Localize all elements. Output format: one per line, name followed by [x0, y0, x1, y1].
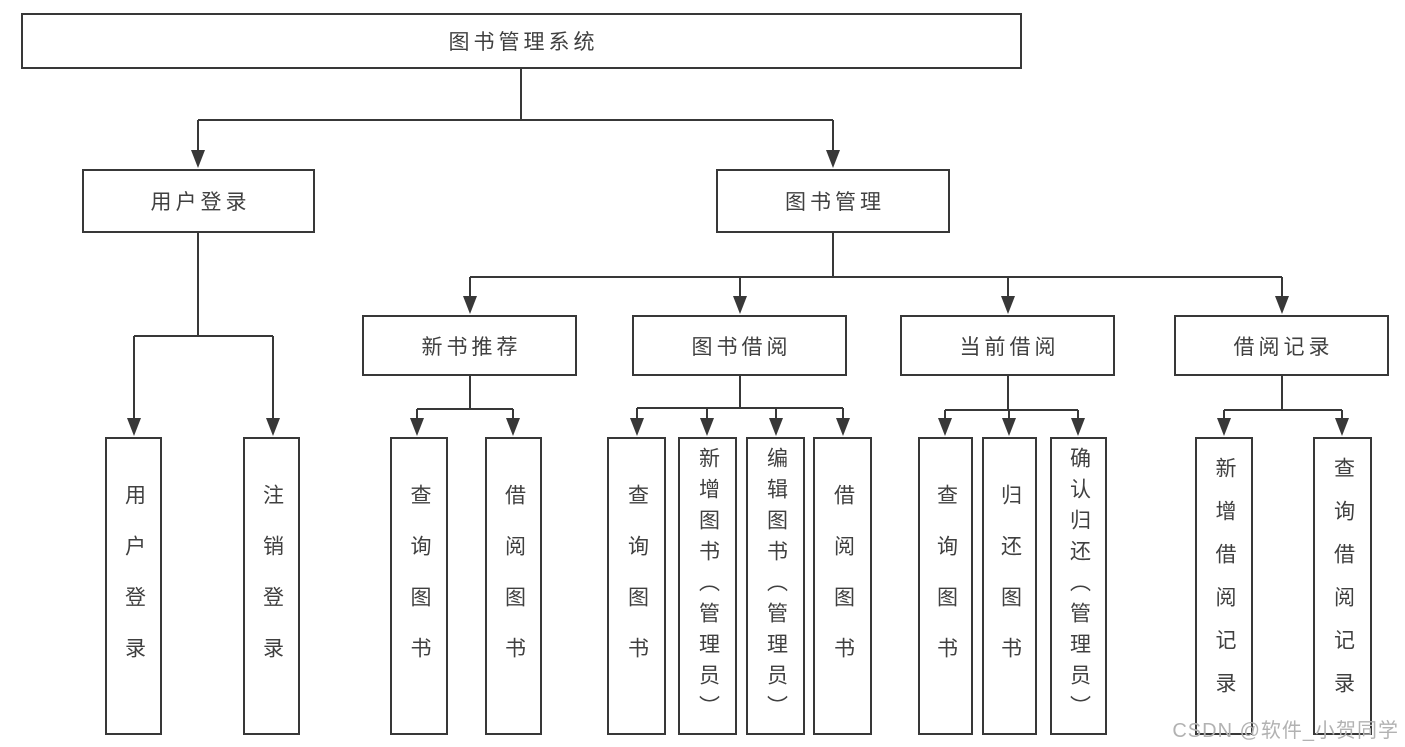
arrowheads: [127, 150, 1349, 436]
leaf-borrow-borrow-book: 借阅图书: [813, 437, 872, 735]
leaf-record-query: 查询借阅记录: [1313, 437, 1372, 735]
leaf-user-login: 用户登录: [105, 437, 162, 735]
node-book-management: 图书管理: [716, 169, 950, 233]
node-new-book-recommend: 新书推荐: [362, 315, 577, 376]
leaf-current-query-book: 查询图书: [918, 437, 973, 735]
node-borrow-records: 借阅记录: [1174, 315, 1389, 376]
leaf-logout: 注销登录: [243, 437, 300, 735]
leaf-borrow-add-book-admin: 新增图书（管理员）: [678, 437, 737, 735]
node-book-borrow: 图书借阅: [632, 315, 847, 376]
node-user-login: 用户登录: [82, 169, 315, 233]
leaf-recommend-query-book: 查询图书: [390, 437, 448, 735]
node-root-system: 图书管理系统: [21, 13, 1022, 69]
csdn-watermark: CSDN @软件_小贺同学: [1172, 720, 1399, 742]
leaf-current-confirm-return-admin: 确认归还（管理员）: [1050, 437, 1107, 735]
leaf-borrow-query-book: 查询图书: [607, 437, 666, 735]
leaf-record-add: 新增借阅记录: [1195, 437, 1253, 735]
leaf-recommend-borrow-book: 借阅图书: [485, 437, 542, 735]
leaf-current-return-book: 归还图书: [982, 437, 1037, 735]
leaf-borrow-edit-book-admin: 编辑图书（管理员）: [746, 437, 805, 735]
node-current-borrow: 当前借阅: [900, 315, 1115, 376]
